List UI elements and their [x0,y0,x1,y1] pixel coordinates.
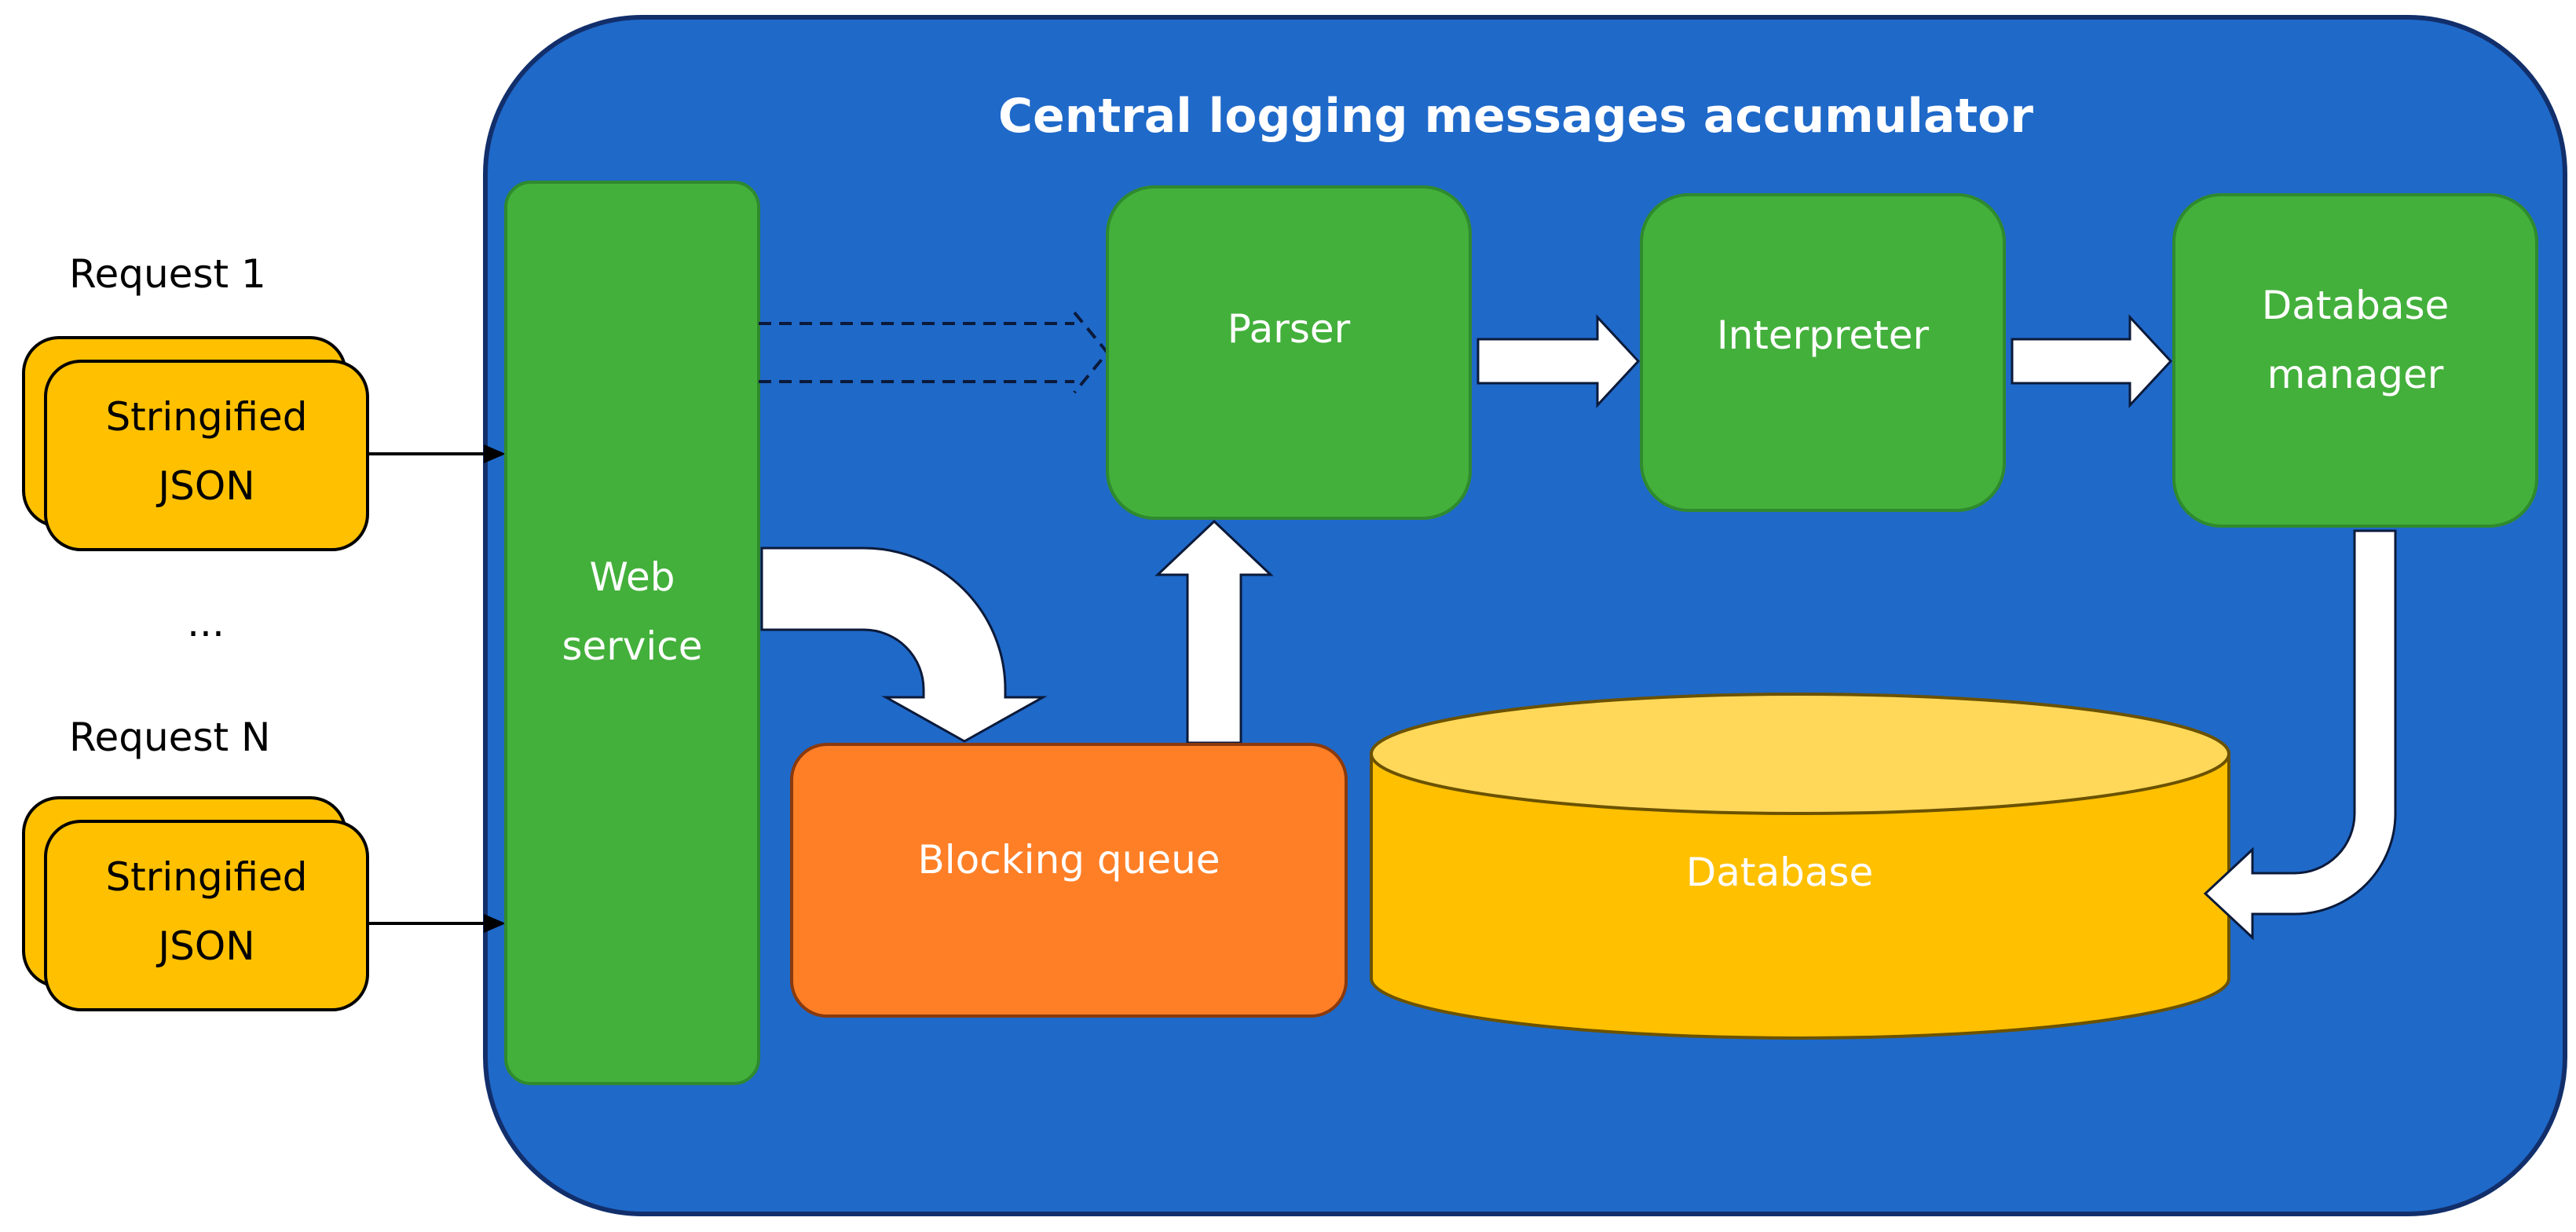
request-1-document-stack: Stringified JSON [22,336,369,551]
arrow-dbmanager-to-database [2203,529,2397,941]
web-service-line2: service [562,623,702,669]
request-1-doc-line2: JSON [156,463,254,509]
container-title: Central logging messages accumulator [998,89,2033,144]
parser-box [1106,185,1472,520]
request-n-label: Request N [69,715,270,760]
web-service-box [504,181,760,1085]
interpreter-label: Interpreter [1717,313,1930,358]
database-manager-box [2172,193,2538,528]
arrow-parser-to-interpreter [1476,314,1641,408]
parser-label: Parser [1228,306,1351,352]
database-label: Database [1686,850,1874,895]
database-manager-line1: Database [2262,283,2450,328]
request-n-doc-line2: JSON [156,923,254,969]
database-cylinder: Database [1370,693,2230,1040]
arrow-queue-to-parser [1154,519,1274,744]
request-1-label: Request 1 [69,251,266,297]
blocking-queue-label: Blocking queue [917,837,1220,883]
request-1-doc-line1: Stringified [105,394,307,440]
request-1-arrow [369,444,506,463]
request-n-document-stack: Stringified JSON [22,796,369,1011]
request-n-doc-line1: Stringified [105,854,307,900]
request-n-arrow [369,914,506,933]
web-service-line1: Web [589,554,675,600]
arrow-web-to-queue [760,547,1048,743]
requests-ellipsis: ... [187,600,225,645]
interpreter-box [1640,193,2006,512]
blocking-queue-box [790,743,1348,1018]
arrow-interpreter-to-dbmanager [2011,314,2173,408]
database-manager-line2: manager [2267,352,2444,397]
